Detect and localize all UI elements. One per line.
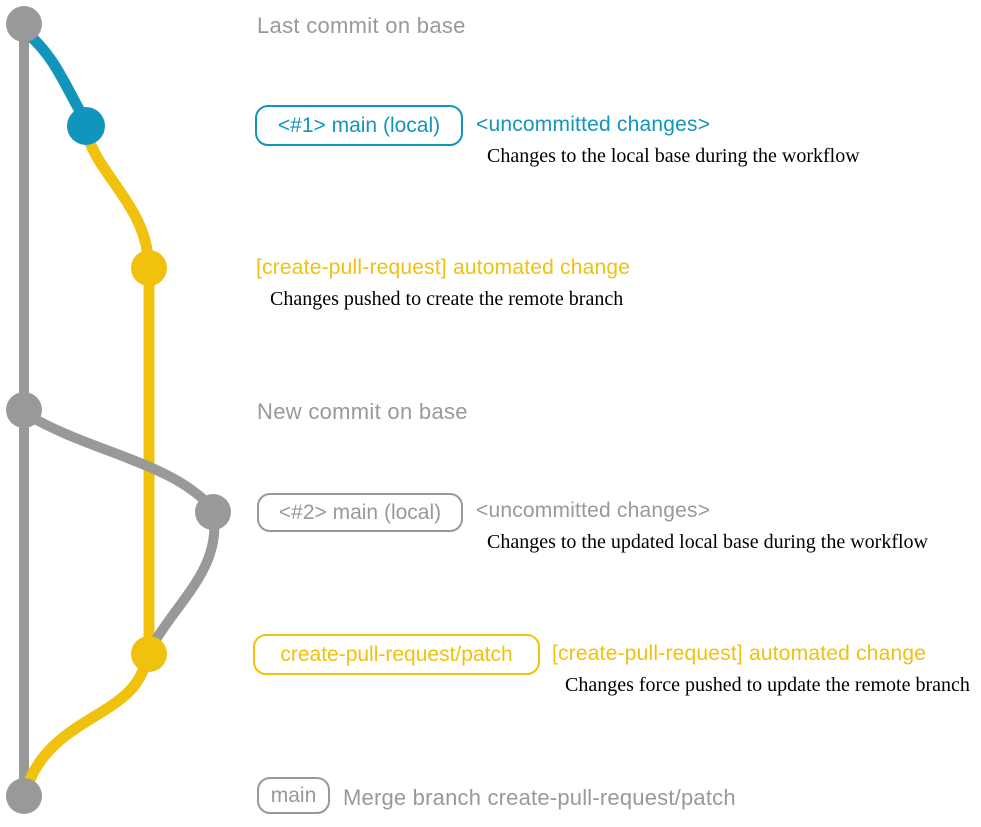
branch-badge-create-pull-request-patch: create-pull-request/patch: [253, 634, 540, 675]
label-uncommitted-changes-1: <uncommitted changes>: [476, 113, 711, 136]
commit-node-merge: [6, 778, 42, 814]
branch-badge-main-local-2: <#2> main (local): [257, 493, 463, 532]
commit-node-local-main-1: [67, 107, 105, 145]
branch-edge-patch-create: [81, 132, 154, 259]
label-merge-branch: Merge branch create-pull-request/patch: [343, 785, 736, 810]
branch-edge-local-main-2-out: [23, 409, 214, 510]
branch-badge-main: main: [257, 777, 330, 814]
label-last-commit-on-base: Last commit on base: [257, 13, 466, 38]
branch-badge-main-local-1: <#1> main (local): [255, 105, 463, 146]
label-automated-change-1: [create-pull-request] automated change: [256, 256, 631, 279]
commit-node-local-main-2: [195, 494, 231, 530]
commit-node-new-base: [6, 392, 42, 428]
branch-edge-local-main-2-in: [147, 517, 220, 649]
description-automated-change-2: Changes force pushed to update the remot…: [565, 674, 970, 696]
commit-node-last-base: [6, 6, 42, 42]
label-new-commit-on-base: New commit on base: [257, 399, 468, 424]
branch-edge-local-main-1: [22, 27, 90, 123]
description-uncommitted-changes-1: Changes to the local base during the wor…: [487, 145, 860, 167]
commit-node-patch-push: [131, 250, 167, 286]
label-uncommitted-changes-2: <uncommitted changes>: [476, 499, 711, 522]
branch-edge-patch-merge: [20, 656, 152, 792]
git-graph: [6, 6, 231, 814]
description-automated-change-1: Changes pushed to create the remote bran…: [270, 288, 624, 310]
commit-node-patch-force-push: [131, 636, 167, 672]
label-automated-change-2: [create-pull-request] automated change: [552, 642, 927, 665]
description-uncommitted-changes-2: Changes to the updated local base during…: [487, 531, 928, 553]
